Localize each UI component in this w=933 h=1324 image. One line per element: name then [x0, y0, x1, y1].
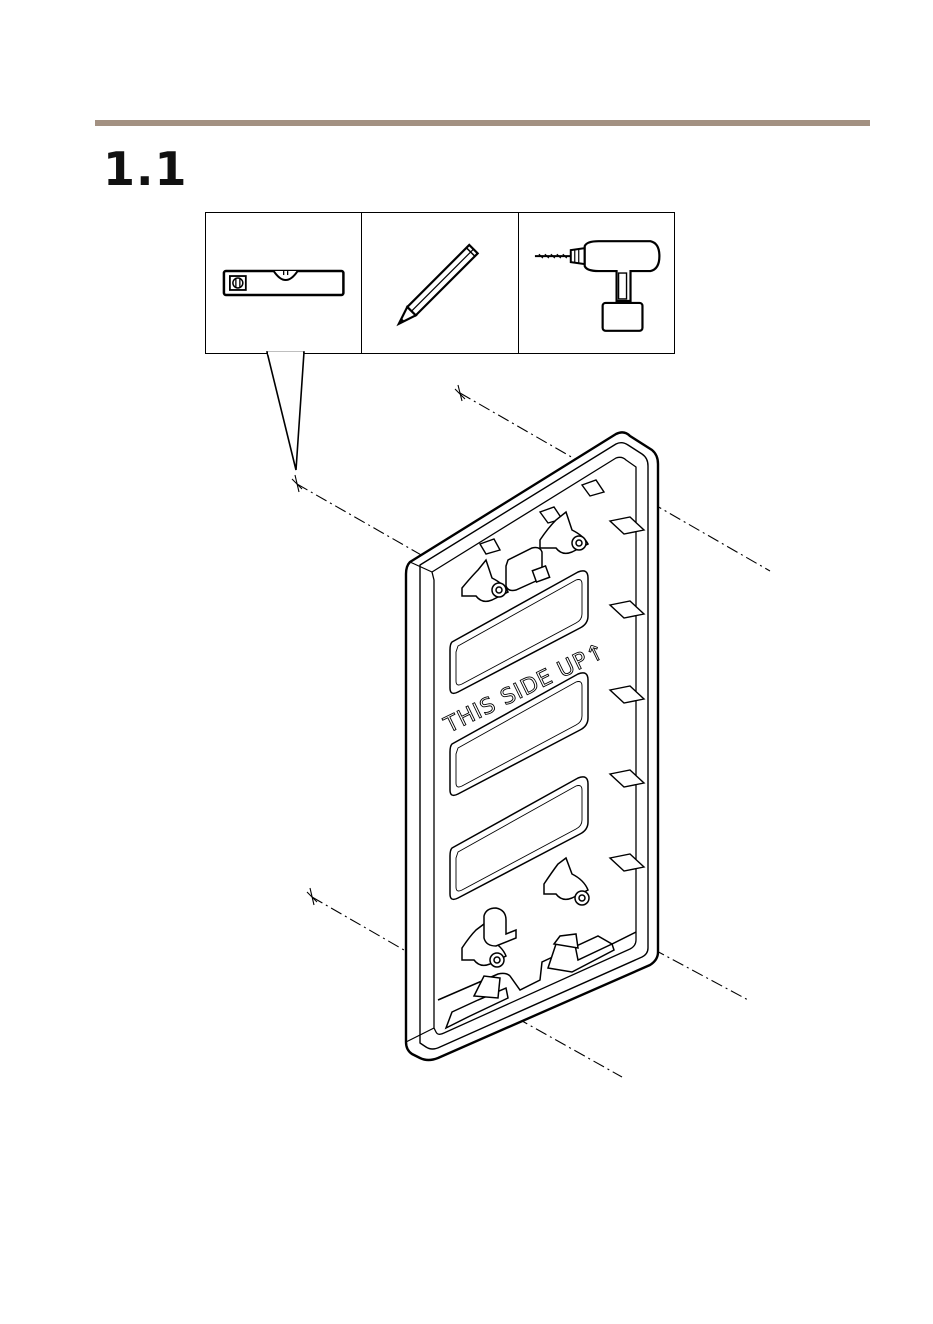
mounting-plate-illustration: THIS SIDE UP↑ [0, 0, 933, 1324]
